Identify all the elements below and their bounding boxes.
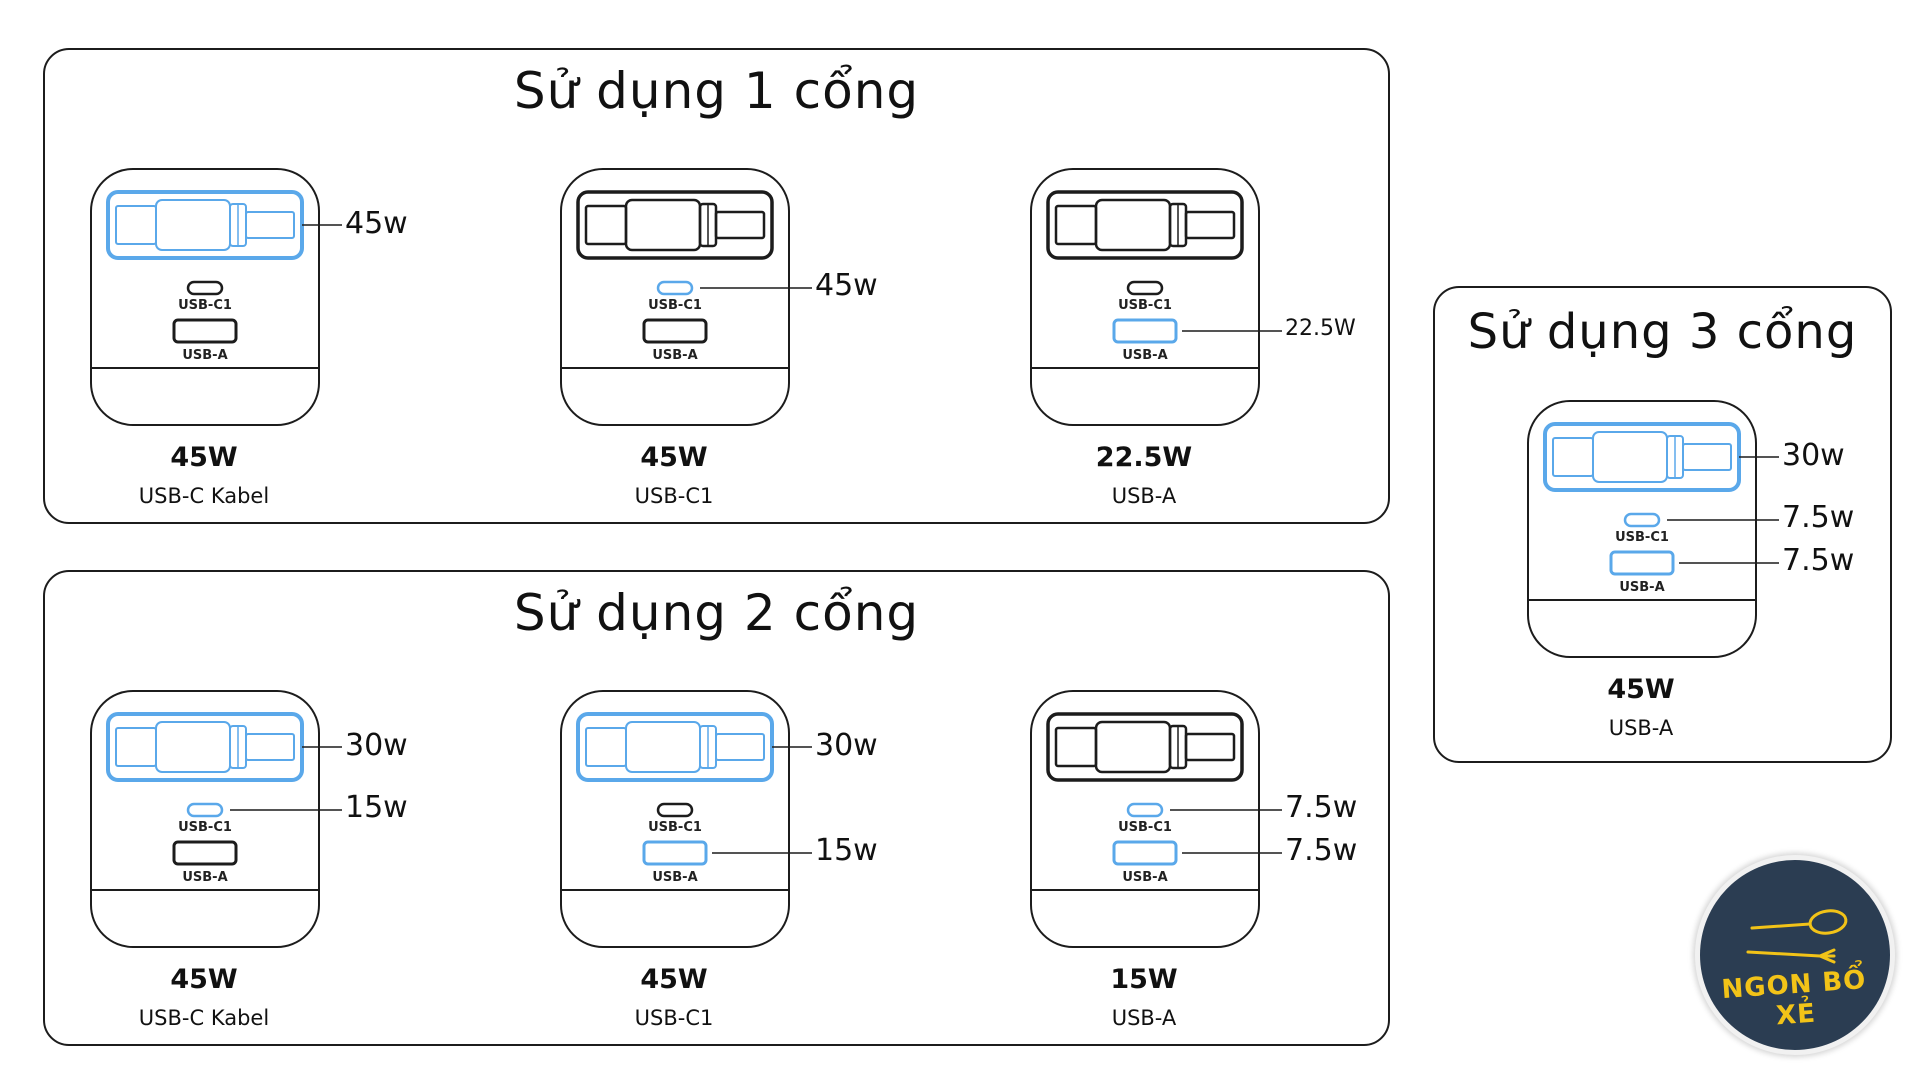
a-label: 7.5w (1782, 543, 1855, 578)
port-caption: USB-A (1608, 716, 1674, 740)
panel-title: Sử dụng 3 cổng (1467, 304, 1858, 360)
usb-c1-port (1126, 802, 1164, 818)
total-wattage: 45W (170, 442, 238, 473)
port-caption: USB-A (1111, 484, 1177, 508)
usb-c-cable-port (1046, 712, 1244, 782)
usb-a-port (172, 318, 238, 344)
c1-label: 45w (815, 268, 878, 303)
usb-a-port (1112, 318, 1178, 344)
usb-c1-label: USB-C1 (178, 820, 232, 835)
total-wattage: 45W (640, 964, 708, 995)
total-wattage: 15W (1110, 964, 1178, 995)
c1-label: 7.5w (1782, 500, 1855, 535)
total-wattage: 22.5W (1095, 442, 1193, 473)
usb-a-label: USB-A (652, 870, 698, 885)
usb-a-label: USB-A (1122, 348, 1168, 363)
cable-label: 30w (345, 728, 408, 763)
a-label: 7.5w (1285, 833, 1358, 868)
port-caption: USB-C1 (634, 1006, 714, 1030)
total-wattage: 45W (1607, 674, 1675, 705)
port-caption: USB-C Kabel (138, 484, 270, 508)
port-caption: USB-C Kabel (138, 1006, 270, 1030)
panel-title: Sử dụng 2 cổng (513, 584, 920, 642)
usb-a-label: USB-A (182, 870, 228, 885)
charger-body (90, 168, 342, 426)
usb-c1-label: USB-C1 (1615, 530, 1669, 545)
c1-label: 15w (345, 790, 408, 825)
charger-body (90, 690, 342, 948)
total-wattage: 45W (170, 964, 238, 995)
charger-body (1030, 690, 1282, 948)
usb-c-cable-port (576, 190, 774, 260)
usb-c-cable-port (106, 712, 304, 782)
utensils-icon (1746, 909, 1848, 964)
total-wattage: 45W (640, 442, 708, 473)
usb-a-port (642, 318, 708, 344)
usb-a-port (642, 840, 708, 866)
port-caption: USB-A (1111, 1006, 1177, 1030)
usb-c1-label: USB-C1 (1118, 298, 1172, 313)
usb-a-port (172, 840, 238, 866)
usb-c1-label: USB-C1 (178, 298, 232, 313)
a-label: 15w (815, 833, 878, 868)
usb-c1-port (1126, 280, 1164, 296)
a-label: 22.5W (1285, 316, 1356, 341)
port-caption: USB-C1 (634, 484, 714, 508)
charger-body (1527, 400, 1779, 658)
brand-logo: NGON BỔ XẺ (1700, 860, 1890, 1050)
usb-c1-label: USB-C1 (1118, 820, 1172, 835)
fork-icon (1746, 948, 1836, 964)
usb-c1-port (656, 280, 694, 296)
usb-a-label: USB-A (1619, 580, 1665, 595)
usb-c-cable-port (1543, 422, 1741, 492)
usb-c1-port (186, 802, 224, 818)
panel-title: Sử dụng 1 cổng (513, 62, 920, 120)
usb-c1-port (1623, 512, 1661, 528)
charger-body (560, 168, 812, 426)
c1-label: 7.5w (1285, 790, 1358, 825)
charger-body (1030, 168, 1282, 426)
charger-body (560, 690, 812, 948)
usb-c1-port (186, 280, 224, 296)
usb-a-label: USB-A (182, 348, 228, 363)
usb-c-cable-port (576, 712, 774, 782)
spoon-icon (1808, 909, 1848, 935)
usb-a-port (1112, 840, 1178, 866)
usb-c1-port (656, 802, 694, 818)
usb-a-port (1609, 550, 1675, 576)
cable-label: 30w (815, 728, 878, 763)
cable-label: 30w (1782, 438, 1845, 473)
cable-label: 45w (345, 206, 408, 241)
usb-c1-label: USB-C1 (648, 820, 702, 835)
usb-c-cable-port (106, 190, 304, 260)
usb-c-cable-port (1046, 190, 1244, 260)
usb-a-label: USB-A (1122, 870, 1168, 885)
usb-c1-label: USB-C1 (648, 298, 702, 313)
usb-a-label: USB-A (652, 348, 698, 363)
